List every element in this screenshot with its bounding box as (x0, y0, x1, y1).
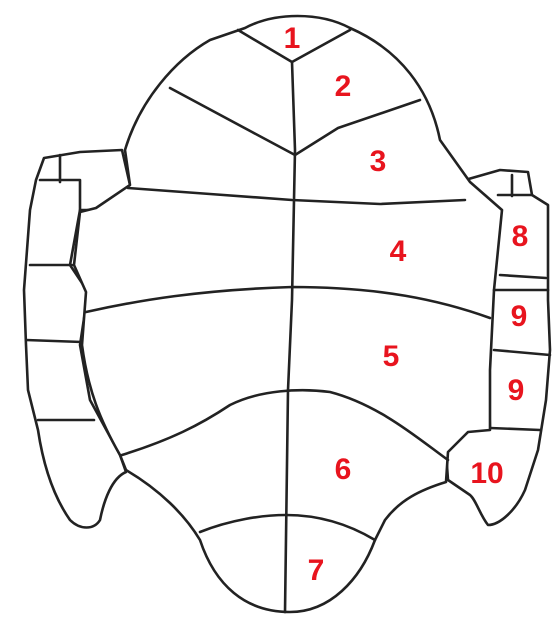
carapace-outline (74, 16, 502, 612)
label-9a: 9 (511, 300, 528, 333)
label-8: 8 (512, 220, 529, 253)
label-9b: 9 (508, 374, 525, 407)
label-6: 6 (335, 453, 352, 486)
label-2: 2 (335, 70, 352, 103)
label-10: 10 (470, 457, 503, 490)
label-3: 3 (370, 145, 387, 178)
label-7: 7 (308, 554, 325, 587)
label-4: 4 (390, 235, 407, 268)
label-1: 1 (284, 22, 301, 55)
label-5: 5 (383, 340, 400, 373)
